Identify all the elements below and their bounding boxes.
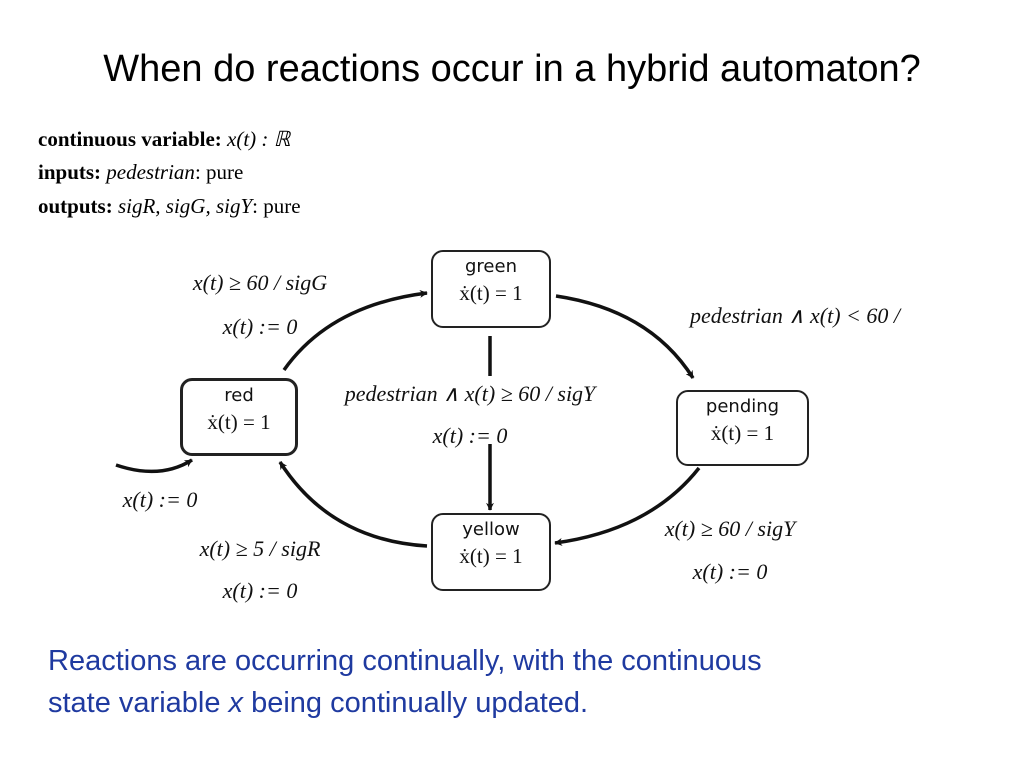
outputs-label: outputs: (38, 194, 113, 218)
state-pending: pending ẋ(t) = 1 (676, 390, 809, 466)
outputs-type: : pure (252, 194, 301, 218)
outputs-decl: outputs: sigR, sigG, sigY: pure (38, 194, 301, 219)
label-pending-to-yellow-guard: x(t) ≥ 60 / sigY (664, 516, 796, 541)
state-green: green ẋ(t) = 1 (431, 250, 551, 328)
continuous-variable-decl: continuous variable: x(t) : ℝ (38, 127, 290, 152)
inputs-type: : pure (194, 160, 244, 184)
footer-text: Reactions are occurring continually, wit… (48, 640, 988, 724)
slide-title: When do reactions occur in a hybrid auto… (103, 48, 921, 90)
arrow-yellow-to-red (278, 461, 428, 548)
label-yellow-to-red-guard: x(t) ≥ 5 / sigR (199, 536, 321, 561)
state-pending-flow: ẋ(t) = 1 (710, 421, 775, 445)
state-red: red ẋ(t) = 1 (180, 378, 298, 456)
inputs-name: pedestrian (106, 160, 195, 184)
footer-line1: Reactions are occurring continually, wit… (48, 645, 762, 677)
inputs-decl: inputs: pedestrian: pure (38, 160, 243, 185)
inputs-label: inputs: (38, 160, 102, 184)
state-yellow-flow: ẋ(t) = 1 (459, 544, 523, 568)
state-yellow: yellow ẋ(t) = 1 (431, 513, 551, 591)
outputs-names: sigR, sigG, sigY (117, 194, 253, 218)
label-red-to-green-guard: x(t) ≥ 60 / sigG (192, 270, 328, 295)
label-yellow-to-red-action: x(t) := 0 (222, 578, 298, 603)
label-green-to-pending-guard: pedestrian ∧ x(t) < 60 / (690, 303, 900, 328)
label-initial-action: x(t) := 0 (122, 487, 198, 512)
continuous-value: x(t) : ℝ (227, 127, 291, 151)
continuous-label: continuous variable: (38, 127, 222, 151)
state-red-flow: ẋ(t) = 1 (207, 410, 271, 434)
label-pending-to-yellow-action: x(t) := 0 (692, 559, 768, 584)
state-red-name: red (224, 385, 254, 406)
arrow-red-to-green (282, 289, 428, 372)
footer-line2-after: being continually updated. (243, 687, 589, 719)
initial-arrow (115, 458, 193, 474)
arrow-green-to-pending (555, 294, 695, 379)
state-yellow-name: yellow (462, 519, 520, 540)
arrow-pending-to-yellow (554, 466, 701, 546)
label-green-to-yellow-action: x(t) := 0 (432, 423, 508, 448)
footer-line2-var: x (228, 687, 244, 719)
label-red-to-green-action: x(t) := 0 (222, 314, 298, 339)
state-green-flow: ẋ(t) = 1 (459, 281, 523, 305)
state-green-name: green (465, 256, 517, 277)
state-pending-name: pending (705, 396, 780, 417)
label-green-to-yellow-guard: pedestrian ∧ x(t) ≥ 60 / sigY (344, 381, 596, 406)
footer-line2-before: state variable (48, 687, 229, 719)
